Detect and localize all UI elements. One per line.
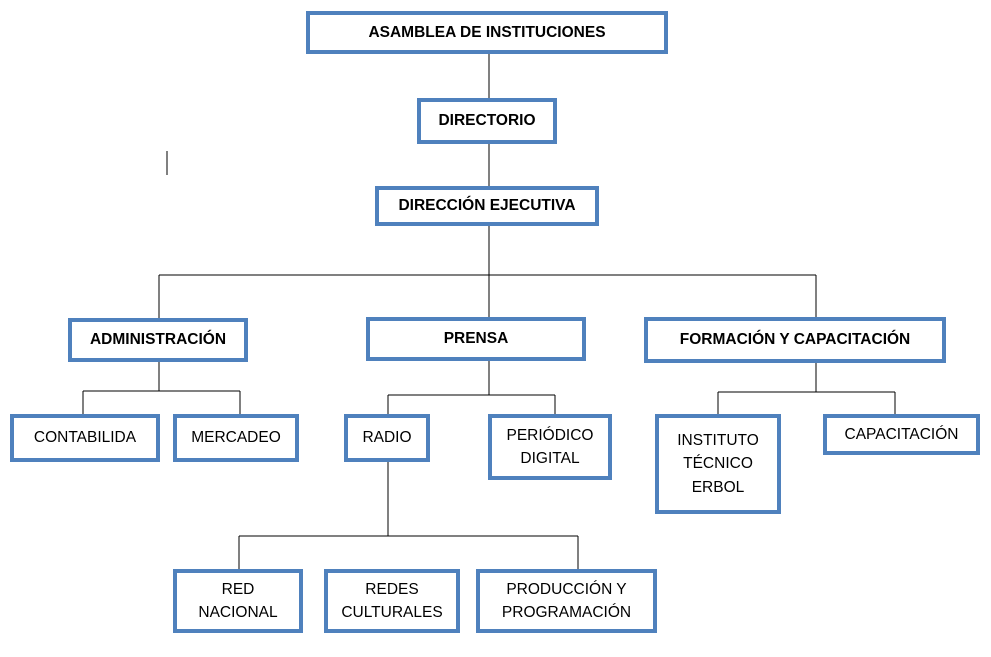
node-label-line: ERBOL <box>691 478 745 496</box>
node-label: ASAMBLEA DE INSTITUCIONES <box>368 23 606 41</box>
node-label-line: PRODUCCIÓN Y <box>506 580 627 598</box>
node-label: DIRECTORIO <box>438 112 536 130</box>
node-directorio: DIRECTORIO <box>417 98 557 144</box>
node-label-line: PROGRAMACIÓN <box>501 604 632 621</box>
node-label: CONTABILIDA <box>33 429 137 447</box>
node-label: ADMINISTRACIÓN <box>89 331 227 349</box>
node-label: FORMACIÓN Y CAPACITACIÓN <box>679 331 911 349</box>
node-contabilidad: CONTABILIDA <box>10 414 160 462</box>
node-instituto-tecnico-erbol: INSTITUTO TÉCNICO ERBOL <box>655 414 781 514</box>
node-label: RADIO <box>362 429 412 447</box>
node-label: RED NACIONAL <box>198 578 277 625</box>
node-capacitacion: CAPACITACIÓN <box>823 414 980 455</box>
node-formacion-y-capacitacion: FORMACIÓN Y CAPACITACIÓN <box>644 317 946 363</box>
node-label: MERCADEO <box>191 429 281 447</box>
node-label: PRENSA <box>443 330 509 348</box>
node-produccion-y-programacion: PRODUCCIÓN Y PROGRAMACIÓN <box>476 569 657 633</box>
node-label-line: REDES <box>365 580 419 598</box>
node-mercadeo: MERCADEO <box>173 414 299 462</box>
node-prensa: PRENSA <box>366 317 586 361</box>
node-label-line: NACIONAL <box>198 604 278 621</box>
node-label-line: INSTITUTO <box>677 432 759 450</box>
node-label-line: PERIÓDICO <box>506 426 594 444</box>
node-label: CAPACITACIÓN <box>844 425 959 443</box>
node-label-line: CULTURALES <box>341 604 443 621</box>
node-periodico-digital: PERIÓDICO DIGITAL <box>488 414 612 480</box>
node-label-line: RED <box>221 580 255 598</box>
node-label: PERIÓDICO DIGITAL <box>507 424 594 471</box>
node-label: PRODUCCIÓN Y PROGRAMACIÓN <box>502 578 631 625</box>
node-red-nacional: RED NACIONAL <box>173 569 303 633</box>
node-label-line: DIGITAL <box>520 450 580 467</box>
node-redes-culturales: REDES CULTURALES <box>324 569 460 633</box>
node-administracion: ADMINISTRACIÓN <box>68 318 248 362</box>
node-radio: RADIO <box>344 414 430 462</box>
node-label: REDES CULTURALES <box>341 578 442 625</box>
node-label-line: TÉCNICO <box>683 455 753 473</box>
node-direccion-ejecutiva: DIRECCIÓN EJECUTIVA <box>375 186 599 226</box>
node-label: DIRECCIÓN EJECUTIVA <box>398 197 576 215</box>
node-asamblea-de-instituciones: ASAMBLEA DE INSTITUCIONES <box>306 11 668 54</box>
node-label: INSTITUTO TÉCNICO ERBOL <box>677 429 759 499</box>
